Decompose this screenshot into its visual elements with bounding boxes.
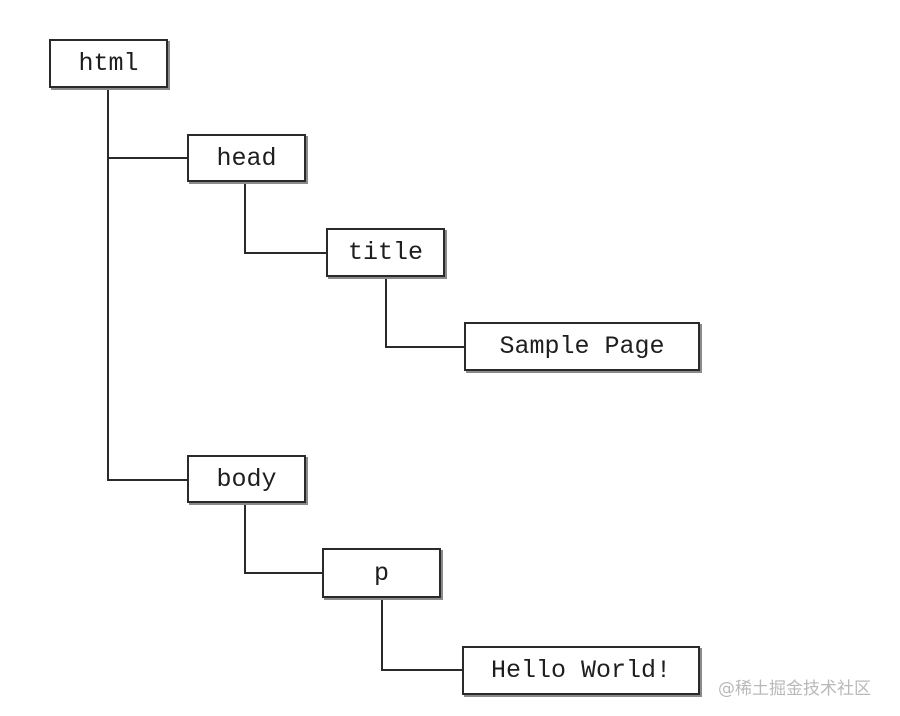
node-html: html (49, 39, 168, 88)
edge-head-title (244, 182, 327, 254)
edge-p-hello-world (381, 598, 463, 671)
node-title: title (326, 228, 445, 277)
watermark-text: @稀土掘金技术社区 (718, 679, 871, 699)
edge-html-head (107, 88, 188, 159)
edge-body-p (244, 503, 323, 574)
node-sample-page: Sample Page (464, 322, 700, 371)
edge-title-sample-page (385, 277, 464, 348)
node-p: p (322, 548, 441, 598)
node-hello-world: Hello World! (462, 646, 700, 695)
node-body: body (187, 455, 306, 503)
edge-html-body (107, 158, 188, 481)
node-head: head (187, 134, 306, 182)
